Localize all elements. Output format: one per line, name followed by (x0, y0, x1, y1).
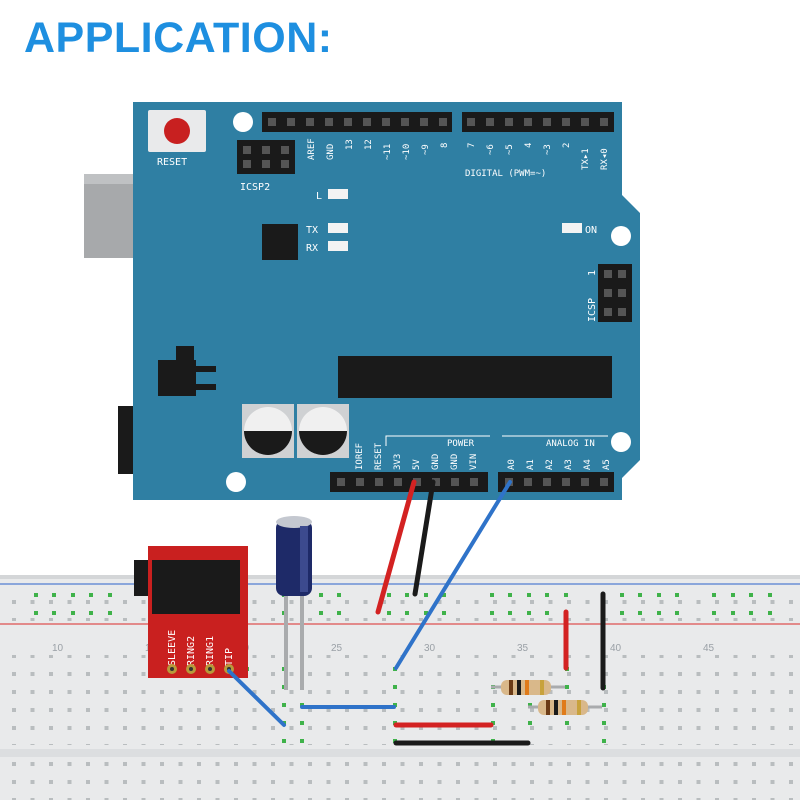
electrolytic-capacitor (276, 516, 312, 690)
digital-pin-label: RX◂0 (600, 148, 610, 170)
terminal-holes-bottom (0, 760, 800, 800)
power-pin-label: GND (450, 454, 460, 470)
led-on-label: ON (585, 225, 597, 236)
led-l (328, 189, 348, 199)
breadboard: 10 15 20 25 30 35 40 45 (0, 575, 800, 800)
led-on (562, 223, 582, 233)
board-outline (133, 102, 640, 500)
led-tx-label: TX (306, 225, 318, 236)
digital-pin-label: ~3 (543, 144, 553, 155)
led-l-label: L (316, 191, 322, 202)
power-label-line (385, 435, 490, 446)
analog-pin-label: A3 (564, 459, 574, 470)
power-pin-label: GND (431, 454, 441, 470)
analog-header (498, 472, 614, 492)
digital-pin-label: ~6 (486, 144, 496, 155)
wires (227, 479, 606, 746)
column-number: 25 (331, 643, 343, 654)
digital-pin-label: ~9 (421, 144, 431, 155)
mounting-hole (611, 226, 631, 246)
usb-chip (262, 224, 298, 260)
column-number: 10 (52, 643, 64, 654)
terminal-holes-top (0, 655, 800, 745)
analog-pin-label: A5 (602, 459, 612, 470)
page-title: APPLICATION: (24, 14, 333, 62)
wire-black-gnd (412, 479, 436, 597)
jack-pin-label: RING2 (186, 636, 197, 666)
power-label: POWER (447, 439, 475, 449)
mounting-hole (226, 472, 246, 492)
power-header (330, 472, 488, 492)
jack-pin-label: SLEEVE (167, 630, 178, 666)
wire-red-5v (375, 479, 417, 615)
power-pin-label: RESET (374, 442, 384, 470)
board-capacitor (297, 404, 349, 458)
rail-holes-top-2 (0, 603, 800, 621)
digital-pin-label: TX▸1 (581, 148, 591, 170)
icsp-label: ICSP (587, 298, 598, 322)
digital-pin-label: 7 (467, 143, 477, 148)
resistor (528, 700, 602, 715)
voltage-regulator (158, 346, 216, 396)
analog-pin-label: A2 (545, 459, 555, 470)
digital-pin-label: GND (326, 144, 336, 160)
icsp2-header (237, 140, 295, 174)
digital-pin-label: 13 (345, 139, 355, 150)
reset-label: RESET (157, 157, 187, 168)
analog-pin-label: A4 (583, 459, 593, 470)
digital-pin-label: 12 (364, 139, 374, 150)
led-tx (328, 223, 348, 233)
board-capacitor (242, 404, 294, 458)
icsp-header (598, 264, 632, 322)
icsp2-label: ICSP2 (240, 182, 270, 193)
audio-jack-breakout: SLEEVE RING2 RING1 TIP (134, 546, 248, 678)
digital-pin-label: ~11 (383, 144, 393, 160)
resistor (491, 680, 565, 695)
jack-pin-label: TIP (224, 648, 235, 666)
column-number: 45 (703, 643, 715, 654)
analog-pin-label: A1 (526, 459, 536, 470)
digital-pin-label: 2 (562, 143, 572, 148)
power-pin-label: 3V3 (393, 454, 403, 470)
rail-holes-top-1 (0, 588, 800, 604)
digital-pin-label: ~10 (402, 144, 412, 160)
column-number: 35 (517, 643, 529, 654)
digital-pin-label: 8 (440, 143, 450, 148)
led-rx-label: RX (306, 243, 318, 254)
mounting-hole (233, 112, 253, 132)
reset-button[interactable] (148, 110, 206, 152)
led-rx (328, 241, 348, 251)
digital-pin-label: ~5 (505, 144, 515, 155)
column-number: 30 (424, 643, 436, 654)
wire-blue-tip (227, 669, 286, 727)
analog-label: ANALOG IN (546, 439, 595, 449)
digital-pin-label: AREF (307, 138, 317, 160)
icsp-pin1-label: 1 (587, 270, 598, 276)
mounting-hole (611, 432, 631, 452)
digital-label: DIGITAL (PWM=~) (465, 169, 546, 179)
analog-pin-label: A0 (507, 459, 517, 470)
center-channel (0, 749, 800, 757)
column-number: 40 (610, 643, 622, 654)
jack-pin-label: RING1 (205, 636, 216, 666)
power-pin-label: IOREF (355, 443, 365, 470)
jack-body (152, 560, 240, 614)
power-pin-label: 5V (412, 459, 422, 470)
arduino-board: RESET ICSP2 AREF GND 13 12 ~11 ~10 ~9 8 … (84, 102, 640, 500)
digital-pin-label: 4 (524, 143, 534, 148)
microcontroller-chip (338, 356, 612, 398)
wire-blue-a0 (394, 480, 512, 670)
digital-header (262, 112, 614, 132)
power-pin-label: VIN (469, 454, 479, 470)
